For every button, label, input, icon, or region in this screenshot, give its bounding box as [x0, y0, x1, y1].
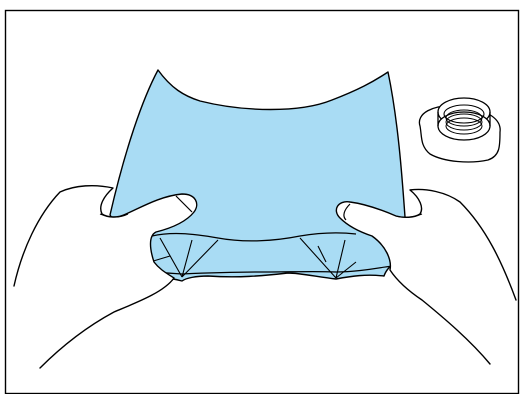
bobbin-spool-icon [418, 97, 501, 163]
right-hand-icon [335, 188, 517, 365]
fabric-sheet-icon [109, 69, 406, 282]
left-hand-icon [13, 184, 198, 369]
